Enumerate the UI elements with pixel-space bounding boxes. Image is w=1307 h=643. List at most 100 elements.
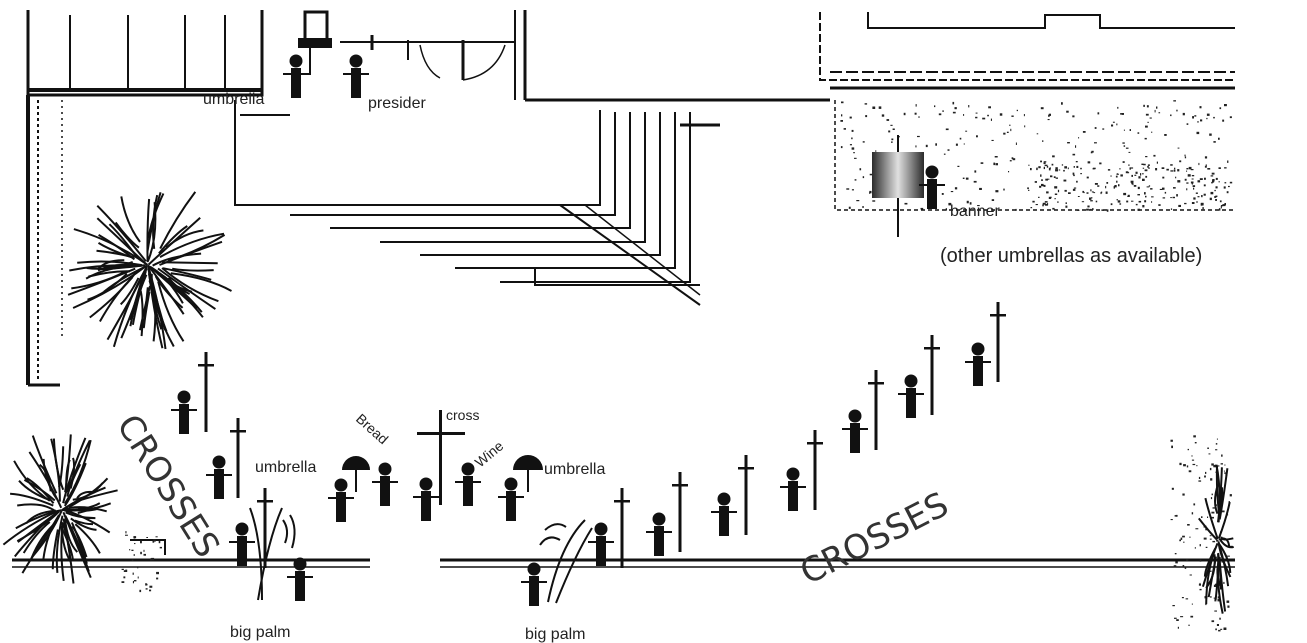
gravel-speck — [1048, 167, 1051, 171]
gravel-speck — [1182, 493, 1185, 496]
gravel-speck — [878, 106, 882, 109]
gravel-speck — [1057, 189, 1060, 193]
gravel-speck — [1221, 454, 1223, 457]
gravel-speck — [1180, 537, 1183, 540]
bread-label: Bread — [353, 410, 391, 447]
gravel-speck — [1066, 110, 1069, 113]
gravel-speck — [920, 207, 924, 210]
gravel-speck — [1199, 559, 1202, 562]
gravel-speck — [1055, 167, 1058, 169]
shrub-branch — [97, 242, 135, 259]
gravel-speck — [915, 145, 917, 148]
gravel-speck — [1215, 443, 1218, 445]
shrub-icon — [2, 434, 118, 584]
gravel-speck — [1150, 188, 1153, 190]
person-icon — [842, 409, 868, 453]
gravel-speck — [1186, 188, 1188, 191]
gravel-speck — [149, 589, 152, 592]
shrub-branch — [96, 205, 147, 262]
gravel-speck — [888, 130, 891, 133]
gravel-speck — [1055, 177, 1058, 179]
gravel-speck — [1204, 475, 1206, 478]
gravel-speck — [1082, 190, 1085, 193]
presider-label: presider — [368, 95, 426, 112]
gravel-speck — [1215, 583, 1217, 586]
gravel-speck — [1119, 168, 1121, 170]
gravel-speck — [1076, 165, 1079, 168]
gravel-speck — [1213, 141, 1216, 143]
gravel-speck — [1117, 200, 1121, 203]
gravel-speck — [1068, 192, 1071, 194]
gravel-speck — [1153, 154, 1156, 157]
gravel-speck — [1089, 197, 1092, 200]
gravel-speck — [865, 115, 868, 118]
gravel-speck — [869, 173, 873, 176]
gravel-speck — [143, 553, 146, 556]
gravel-speck — [891, 141, 893, 143]
gravel-speck — [1131, 182, 1134, 185]
gravel-speck — [1073, 166, 1075, 168]
shrub-branch — [64, 434, 72, 493]
gravel-speck — [129, 549, 131, 551]
shrub-branch — [147, 268, 167, 331]
person-icon — [328, 478, 354, 522]
gravel-speck — [1223, 186, 1226, 189]
gravel-speck — [1195, 528, 1199, 530]
gravel-speck — [1220, 463, 1223, 465]
gravel-speck — [1156, 106, 1158, 109]
gravel-speck — [1195, 192, 1198, 194]
gravel-speck — [965, 177, 969, 180]
gravel-speck — [1081, 201, 1085, 203]
gravel-speck — [1087, 205, 1090, 208]
gravel-speck — [934, 105, 936, 108]
gravel-speck — [1012, 158, 1016, 161]
gravel-speck — [1116, 199, 1118, 201]
gravel-speck — [1207, 447, 1209, 449]
gravel-speck — [1036, 133, 1039, 135]
gravel-speck — [990, 118, 992, 121]
shrub-branch — [66, 463, 82, 497]
gravel-speck — [1120, 113, 1123, 115]
person-icon — [646, 512, 672, 556]
gravel-speck — [1194, 442, 1197, 444]
gravel-speck — [1164, 134, 1167, 136]
gravel-speck — [1172, 196, 1175, 199]
gravel-speck — [1196, 465, 1198, 467]
gravel-speck — [1043, 184, 1046, 187]
gravel-speck — [969, 202, 972, 205]
gravel-speck — [1142, 173, 1144, 175]
gravel-speck — [1145, 113, 1149, 116]
gravel-speck — [1192, 185, 1196, 187]
gravel-speck — [1186, 182, 1189, 184]
gravel-speck — [1190, 181, 1194, 184]
gravel-speck — [1105, 191, 1108, 194]
gravel-speck — [999, 113, 1003, 116]
shrub-branch — [139, 290, 144, 337]
shrub-branch — [50, 438, 61, 502]
gravel-speck — [152, 540, 155, 543]
gravel-speck — [976, 135, 978, 138]
gravel-speck — [1137, 132, 1140, 134]
gravel-speck — [1214, 189, 1216, 192]
gravel-speck — [935, 143, 937, 146]
gravel-speck — [1224, 464, 1226, 466]
gravel-speck — [1191, 202, 1195, 204]
gravel-speck — [1218, 181, 1220, 183]
gravel-speck — [848, 206, 851, 209]
gravel-speck — [1144, 192, 1146, 195]
gravel-speck — [1179, 462, 1182, 466]
gravel-speck — [1210, 191, 1214, 195]
gravel-speck — [1162, 176, 1165, 179]
gravel-speck — [1174, 515, 1178, 517]
gravel-speck — [1140, 173, 1142, 176]
gravel-speck — [1221, 510, 1225, 513]
gravel-speck — [1171, 487, 1174, 490]
gravel-speck — [1212, 540, 1216, 543]
gravel-speck — [1187, 448, 1189, 451]
gravel-speck — [1042, 202, 1046, 205]
gravel-speck — [121, 568, 124, 570]
gravel-speck — [1178, 204, 1181, 207]
gravel-speck — [872, 106, 876, 109]
gravel-speck — [1138, 176, 1141, 179]
gravel-speck — [1184, 178, 1187, 181]
